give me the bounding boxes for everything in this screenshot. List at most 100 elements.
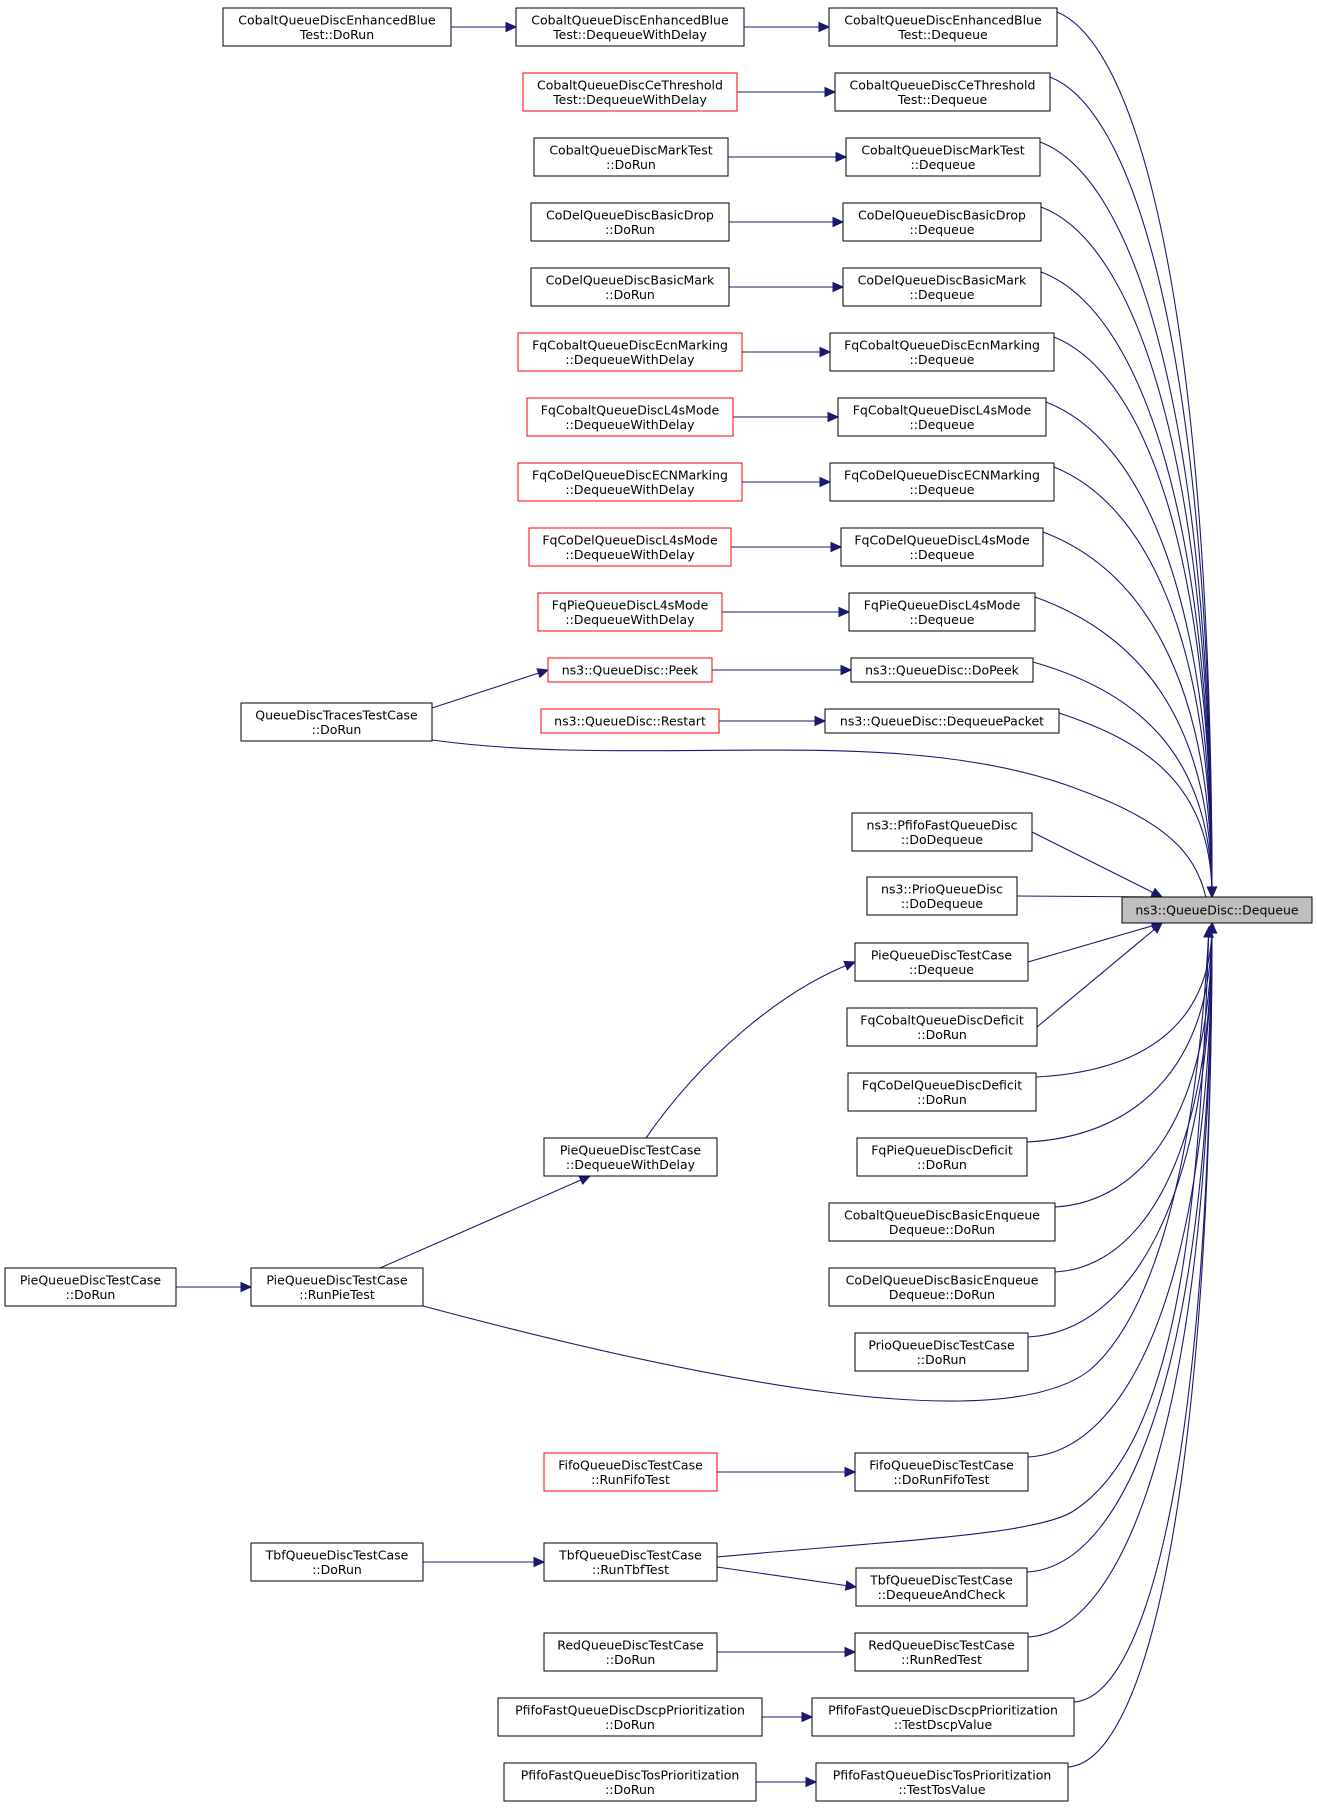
arrowhead: [844, 1646, 857, 1658]
arrowhead: [805, 1776, 818, 1788]
node-label: FifoQueueDiscTestCase: [869, 1457, 1014, 1472]
call-edge: [733, 411, 840, 423]
node-fpl-dwd[interactable]: FqPieQueueDiscL4sMode::DequeueWithDelay: [537, 592, 723, 632]
node-pie-deq[interactable]: PieQueueDiscTestCase::Dequeue: [854, 942, 1029, 982]
node-tbf-run[interactable]: TbfQueueDiscTestCase::DoRun: [250, 1542, 424, 1582]
node-pie-dwd[interactable]: PieQueueDiscTestCase::DequeueWithDelay: [543, 1137, 718, 1177]
node-pie-rpt[interactable]: PieQueueDiscTestCase::RunPieTest: [250, 1267, 424, 1307]
node-label: ::DoRun: [606, 157, 656, 172]
node-label: CobaltQueueDiscEnhancedBlue: [238, 12, 436, 27]
call-edge: [717, 1646, 857, 1658]
node-label: ::Dequeue: [910, 612, 975, 627]
node-cbe-run[interactable]: CobaltQueueDiscBasicEnqueueDequeue::DoRu…: [828, 1202, 1056, 1242]
node-cm-run[interactable]: CobaltQueueDiscMarkTest::DoRun: [533, 137, 729, 177]
target-node[interactable]: ns3::QueueDisc::Dequeue: [1121, 896, 1313, 924]
node-tbf-dac[interactable]: TbfQueueDiscTestCase::DequeueAndCheck: [855, 1567, 1028, 1607]
call-edge: [1045, 401, 1218, 899]
node-pd-run[interactable]: PfifoFastQueueDiscDscpPrioritization::Do…: [497, 1697, 763, 1737]
node-box: [517, 462, 743, 502]
node-fcl-deq[interactable]: FqCobaltQueueDiscL4sMode::Dequeue: [837, 397, 1047, 437]
node-dq-pkt[interactable]: ns3::QueueDisc::DequeuePacket: [824, 708, 1060, 734]
call-edge: [1049, 76, 1218, 899]
node-box: [851, 812, 1033, 852]
node-label: ::DequeueWithDelay: [565, 612, 695, 627]
node-tbf-rtt[interactable]: TbfQueueDiscTestCase::RunTbfTest: [543, 1542, 718, 1582]
node-fifo-rf[interactable]: FifoQueueDiscTestCase::RunFifoTest: [543, 1452, 718, 1492]
node-label: FqCoDelQueueDiscL4sMode: [542, 532, 718, 547]
node-pt-ttv[interactable]: PfifoFastQueueDiscTosPrioritization::Tes…: [815, 1762, 1069, 1802]
node-box: [850, 657, 1034, 683]
node-prio-run[interactable]: PrioQueueDiscTestCase::DoRun: [854, 1332, 1029, 1372]
node-label: ::RunTbfTest: [592, 1562, 669, 1577]
node-fdd-run[interactable]: FqCoDelQueueDiscDeficit::DoRun: [847, 1072, 1037, 1112]
node-fce-dwd[interactable]: FqCobaltQueueDiscEcnMarking::DequeueWith…: [517, 332, 743, 372]
node-box: [4, 1267, 177, 1307]
node-label: ::DoDequeue: [901, 832, 983, 847]
node-fce-deq[interactable]: FqCobaltQueueDiscEcnMarking::Dequeue: [829, 332, 1055, 372]
node-box: [526, 397, 734, 437]
node-label: ns3::QueueDisc::Restart: [554, 714, 706, 729]
node-restart[interactable]: ns3::QueueDisc::Restart: [540, 708, 720, 734]
call-edge: [756, 1776, 818, 1788]
node-box: [528, 527, 732, 567]
node-cd-run[interactable]: CoDelQueueDiscBasicDrop::DoRun: [530, 202, 730, 242]
node-do-peek[interactable]: ns3::QueueDisc::DoPeek: [850, 657, 1034, 683]
node-fpd-run[interactable]: FqPieQueueDiscDeficit::DoRun: [856, 1137, 1028, 1177]
node-label: CobaltQueueDiscEnhancedBlue: [844, 12, 1042, 27]
node-box: [543, 1632, 718, 1672]
node-fcl-dwd[interactable]: FqCobaltQueueDiscL4sMode::DequeueWithDel…: [526, 397, 734, 437]
node-box: [848, 592, 1036, 632]
arrowhead: [505, 21, 518, 33]
node-pr-deq[interactable]: ns3::PrioQueueDisc::DoDequeue: [866, 876, 1018, 916]
call-edge: [379, 1175, 592, 1269]
node-fdl-dwd[interactable]: FqCoDelQueueDiscL4sMode::DequeueWithDela…: [528, 527, 732, 567]
node-label: Test::Dequeue: [897, 27, 988, 42]
node-pd-tdv[interactable]: PfifoFastQueueDiscDscpPrioritization::Te…: [811, 1697, 1075, 1737]
node-qdt-run[interactable]: QueueDiscTracesTestCase::DoRun: [240, 702, 433, 742]
node-fpl-deq[interactable]: FqPieQueueDiscL4sMode::Dequeue: [848, 592, 1036, 632]
node-box: [533, 137, 729, 177]
node-box: [828, 1202, 1056, 1242]
node-label: ::DoRun: [605, 1717, 655, 1732]
call-edge: [731, 541, 843, 553]
node-label: ::Dequeue: [910, 222, 975, 237]
call-edge: [719, 715, 827, 727]
call-edge: [1054, 921, 1218, 1208]
node-label: ::TestTosValue: [898, 1782, 985, 1797]
node-peek[interactable]: ns3::QueueDisc::Peek: [547, 657, 713, 683]
node-label: Test::Dequeue: [897, 92, 988, 107]
node-fde-deq[interactable]: FqCoDelQueueDiscECNMarking::Dequeue: [829, 462, 1055, 502]
call-edge: [423, 1556, 546, 1568]
node-cd-deq[interactable]: CoDelQueueDiscBasicDrop::Dequeue: [842, 202, 1042, 242]
node-box: [543, 1452, 718, 1492]
node-box: [840, 527, 1044, 567]
node-pie-run[interactable]: PieQueueDiscTestCase::DoRun: [4, 1267, 177, 1307]
node-label: TbfQueueDiscTestCase: [869, 1572, 1013, 1587]
node-label: Dequeue::DoRun: [889, 1222, 995, 1237]
call-edge: [645, 960, 857, 1139]
node-fifo-drf[interactable]: FifoQueueDiscTestCase::DoRunFifoTest: [854, 1452, 1029, 1492]
node-ct-dwd[interactable]: CobaltQueueDiscCeThresholdTest::DequeueW…: [522, 72, 738, 112]
node-pf-deq[interactable]: ns3::PfifoFastQueueDisc::DoDequeue: [851, 812, 1033, 852]
node-cm-deq[interactable]: CobaltQueueDiscMarkTest::Dequeue: [845, 137, 1041, 177]
node-cmk-run[interactable]: CoDelQueueDiscBasicMark::DoRun: [530, 267, 730, 307]
node-cb-dwd[interactable]: CobaltQueueDiscEnhancedBlueTest::Dequeue…: [515, 7, 745, 47]
node-fcd-run[interactable]: FqCobaltQueueDiscDeficit::DoRun: [846, 1007, 1038, 1047]
node-label: FqPieQueueDiscL4sMode: [864, 597, 1021, 612]
node-cmk-deq[interactable]: CoDelQueueDiscBasicMark::Dequeue: [842, 267, 1042, 307]
call-edge: [431, 668, 550, 709]
node-fdl-deq[interactable]: FqCoDelQueueDiscL4sMode::Dequeue: [840, 527, 1044, 567]
node-label: FifoQueueDiscTestCase: [558, 1457, 703, 1472]
call-edge: [1027, 921, 1218, 1458]
node-label: ::Dequeue: [910, 352, 975, 367]
node-red-run[interactable]: RedQueueDiscTestCase::DoRun: [543, 1632, 718, 1672]
node-pt-run[interactable]: PfifoFastQueueDiscTosPrioritization::DoR…: [503, 1762, 757, 1802]
call-edge: [451, 21, 518, 33]
node-red-rrt[interactable]: RedQueueDiscTestCase::RunRedTest: [854, 1632, 1029, 1672]
call-edge: [1032, 661, 1218, 899]
node-fde-dwd[interactable]: FqCoDelQueueDiscECNMarking::DequeueWithD…: [517, 462, 743, 502]
